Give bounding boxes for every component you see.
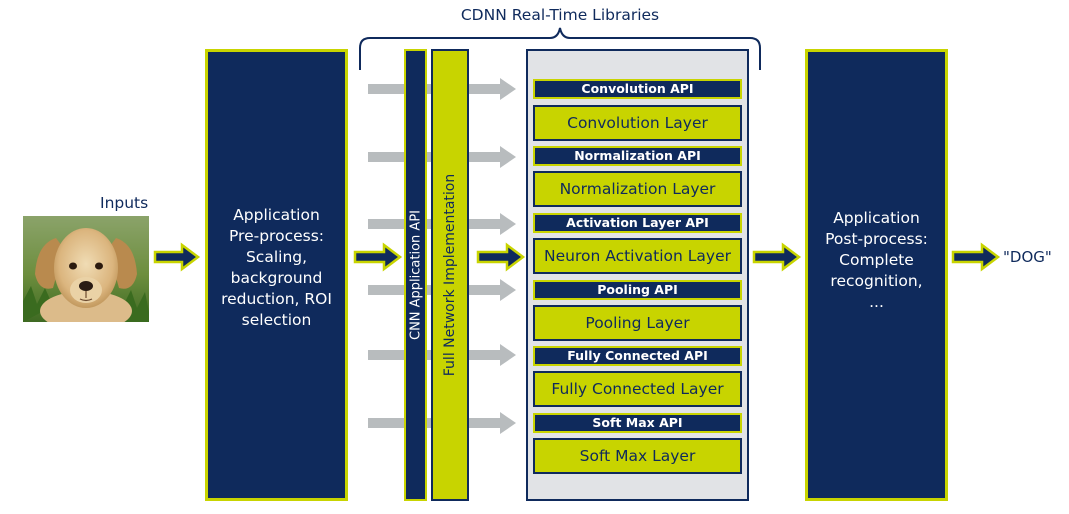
soft-max-layer: Soft Max Layer	[533, 438, 742, 474]
convolution-api: Convolution API	[533, 79, 742, 99]
normalization-api: Normalization API	[533, 146, 742, 166]
postprocess-line: Complete	[839, 250, 914, 269]
preprocess-text: Application Pre-process: Scaling, backgr…	[221, 205, 332, 331]
flow-arrow-network	[476, 242, 526, 272]
fully-connected-api: Fully Connected API	[533, 346, 742, 366]
normalization-layer: Normalization Layer	[533, 171, 742, 207]
pooling-layer: Pooling Layer	[533, 305, 742, 341]
cnn-application-api-label: CNN Application API	[408, 210, 423, 340]
dog-photo	[23, 216, 149, 322]
cnn-application-api-bar: CNN Application API	[404, 49, 427, 501]
preprocess-box: Application Pre-process: Scaling, backgr…	[205, 49, 348, 501]
flow-arrow-preprocess	[353, 242, 403, 272]
inputs-label: Inputs	[100, 194, 149, 212]
activation-layer-api: Activation Layer API	[533, 213, 742, 233]
dog-image	[23, 216, 149, 322]
preprocess-line: Application	[233, 206, 320, 224]
postprocess-line: recognition,	[830, 271, 923, 290]
library-brace	[359, 27, 761, 70]
postprocess-line: Application	[833, 208, 920, 227]
flow-arrows	[153, 242, 1001, 272]
preprocess-line: Scaling,	[245, 248, 308, 266]
preprocess-line: background	[230, 269, 323, 287]
full-network-implementation-bar: Full Network Implementation	[431, 49, 469, 501]
preprocess-line: Pre-process:	[228, 227, 325, 245]
preprocess-line: reduction, ROI	[221, 290, 332, 308]
postprocess-line: Post-process:	[825, 229, 928, 248]
convolution-layer: Convolution Layer	[533, 105, 742, 141]
flow-arrow-library	[752, 242, 802, 272]
preprocess-line: selection	[241, 311, 312, 329]
libraries-title: CDNN Real-Time Libraries	[460, 6, 660, 24]
flow-arrow-input	[153, 242, 201, 272]
soft-max-api: Soft Max API	[533, 413, 742, 433]
postprocess-text: Application Post-process: Complete recog…	[825, 208, 928, 313]
flow-arrow-output	[951, 242, 1001, 272]
full-network-implementation-label: Full Network Implementation	[442, 173, 458, 377]
fully-connected-layer: Fully Connected Layer	[533, 371, 742, 407]
neuron-activation-layer: Neuron Activation Layer	[533, 238, 742, 274]
output-label: "DOG"	[1003, 248, 1052, 266]
postprocess-line: ...	[869, 292, 884, 311]
postprocess-box: Application Post-process: Complete recog…	[805, 49, 948, 501]
pooling-api: Pooling API	[533, 280, 742, 300]
